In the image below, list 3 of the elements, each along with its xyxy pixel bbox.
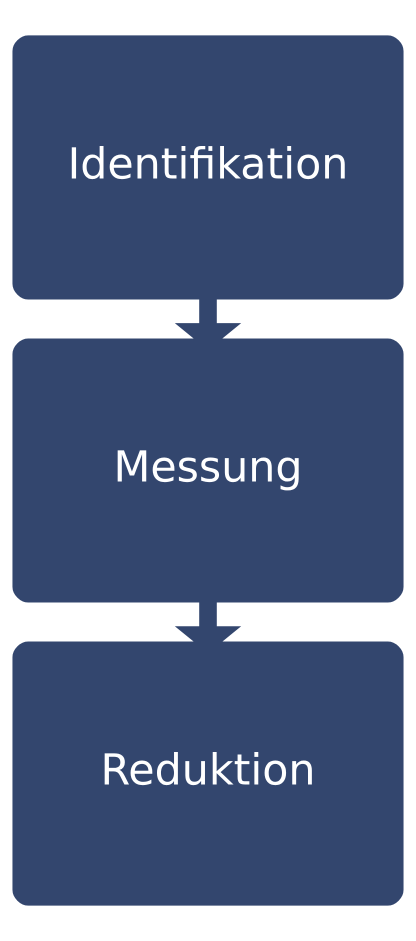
node-box: Identifikation <box>12 35 404 300</box>
node-box: Reduktion <box>12 642 404 906</box>
node-box: Messung <box>12 338 404 603</box>
